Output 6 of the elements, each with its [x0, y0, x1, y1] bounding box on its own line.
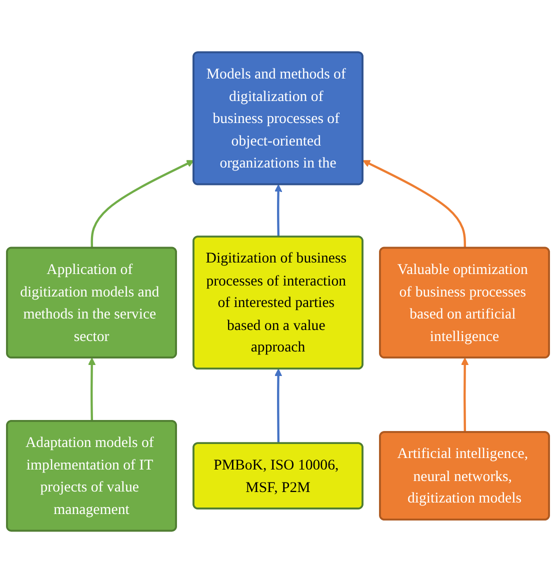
- arrow: [274, 184, 282, 238]
- arrow: [88, 358, 96, 422]
- arrow: [461, 358, 469, 432]
- arrow: [362, 160, 466, 248]
- arrow: [274, 368, 282, 444]
- arrow: [90, 160, 194, 248]
